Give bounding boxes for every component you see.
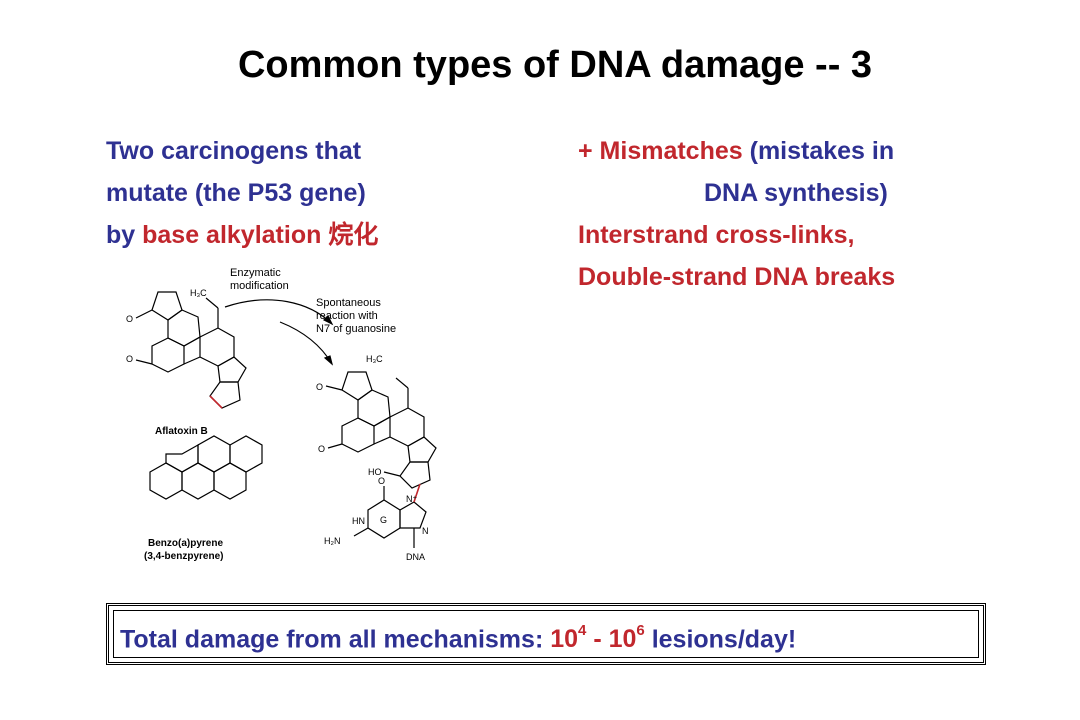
enzymatic-label-1: Enzymatic [230, 267, 281, 279]
total-damage-box [106, 603, 986, 665]
o-label-2: O [126, 354, 133, 364]
n-label: N [422, 526, 429, 536]
mismatches-highlight: + Mismatches [578, 137, 743, 165]
h2n-label: H₂N [324, 536, 341, 546]
spontaneous-label-1: Spontaneous [316, 297, 381, 309]
total-damage-range: 104 - 106 [550, 622, 645, 654]
left-line-3-prefix: by [106, 221, 143, 249]
o-label-3: O [316, 382, 323, 392]
benzopyrene-caption-1: Benzo(a)pyrene [148, 538, 223, 549]
total-damage-text: Total damage from all mechanisms: 104 - … [120, 614, 796, 659]
benzopyrene-structure [149, 435, 263, 500]
range-exp-2: 6 [636, 622, 645, 639]
total-damage-suffix: lesions/day! [644, 625, 797, 654]
spontaneous-label-2: reaction with [316, 310, 378, 322]
range-exp-1: 4 [578, 622, 587, 639]
benzopyrene-caption-2: (3,4-benzpyrene) [144, 551, 223, 562]
enzymatic-label-2: modification [230, 280, 289, 292]
slide-title: Common types of DNA damage -- 3 [237, 44, 873, 86]
carcinogen-structures-figure: Enzymatic modification Spontaneous react… [126, 267, 437, 562]
enzymatic-arrow [224, 299, 333, 325]
h3c-label-left: H₃C [190, 288, 207, 298]
dna-label: DNA [406, 552, 425, 562]
right-line-2: DNA synthesis) [704, 179, 888, 207]
right-damage-list: + Mismatches (mistakes in DNA synthesis)… [578, 130, 895, 298]
hn-label: HN [352, 516, 365, 526]
mismatches-note: (mistakes in [742, 137, 895, 165]
g-label: G [380, 515, 387, 525]
reactive-double-bond [209, 395, 223, 409]
aflatoxin-structure [135, 291, 247, 409]
right-line-4: Double-strand DNA breaks [578, 263, 896, 291]
left-line-3: by base alkylation 烷化 [106, 214, 378, 256]
nplus-label: N⁺ [406, 494, 417, 504]
ho-label: HO [368, 467, 382, 477]
aflatoxin-caption: Aflatoxin B [155, 426, 208, 437]
range-base-1: 10 [550, 625, 579, 654]
left-line-1: Two carcinogens that [106, 137, 362, 165]
right-line-3: Interstrand cross-links, [578, 221, 855, 249]
o-label-1: O [126, 314, 133, 324]
h3c-label-right: H₃C [366, 354, 383, 364]
o-label-4: O [318, 444, 325, 454]
guanine-o-label: O [378, 476, 385, 486]
aflatoxin-guanine-adduct [325, 371, 437, 548]
total-damage-label: Total damage from all mechanisms: [120, 625, 551, 654]
range-dash: - [586, 625, 609, 654]
range-base-2: 10 [608, 625, 637, 654]
left-line-2: mutate (the P53 gene) [106, 179, 366, 207]
total-damage-box-inner [113, 610, 979, 658]
spontaneous-label-3: N7 of guanosine [316, 323, 396, 335]
left-description: Two carcinogens that mutate (the P53 gen… [106, 130, 378, 256]
adduct-bond [413, 483, 421, 503]
right-line-1: + Mismatches (mistakes in [578, 130, 895, 172]
base-alkylation-highlight: base alkylation 烷化 [142, 221, 379, 249]
